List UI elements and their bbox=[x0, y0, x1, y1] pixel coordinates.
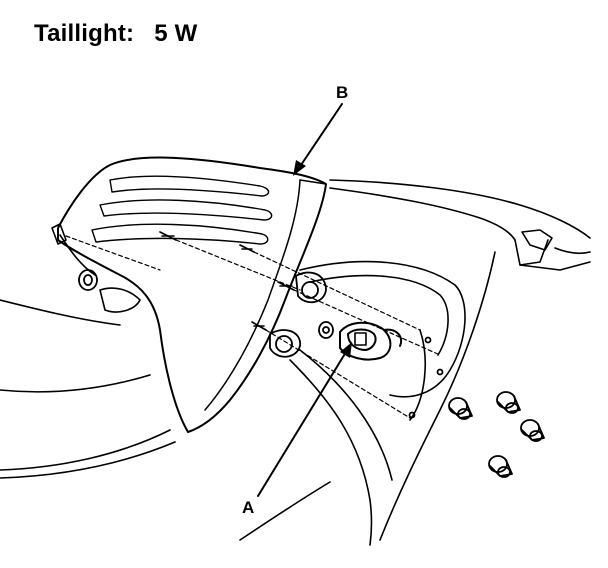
bulb-socket bbox=[339, 321, 402, 361]
callout-arrow-b bbox=[298, 103, 343, 169]
callout-arrows bbox=[257, 103, 352, 497]
callout-label-a: A bbox=[242, 498, 255, 517]
alignment-lines bbox=[65, 235, 441, 419]
body-grommets bbox=[78, 269, 444, 419]
arrowhead-a bbox=[340, 342, 352, 358]
mounting-studs bbox=[159, 231, 295, 331]
callout-label-b: B bbox=[336, 83, 349, 102]
title-label: Taillight: bbox=[34, 20, 135, 47]
title-value: 5 W bbox=[154, 20, 198, 47]
arrowhead-b bbox=[293, 160, 306, 176]
body-panel-outline bbox=[0, 179, 591, 546]
mounting-nuts bbox=[448, 391, 545, 478]
diagram-title: Taillight: 5 W bbox=[34, 20, 197, 48]
callout-arrow-a bbox=[257, 351, 347, 497]
taillight-assembly bbox=[51, 156, 327, 433]
